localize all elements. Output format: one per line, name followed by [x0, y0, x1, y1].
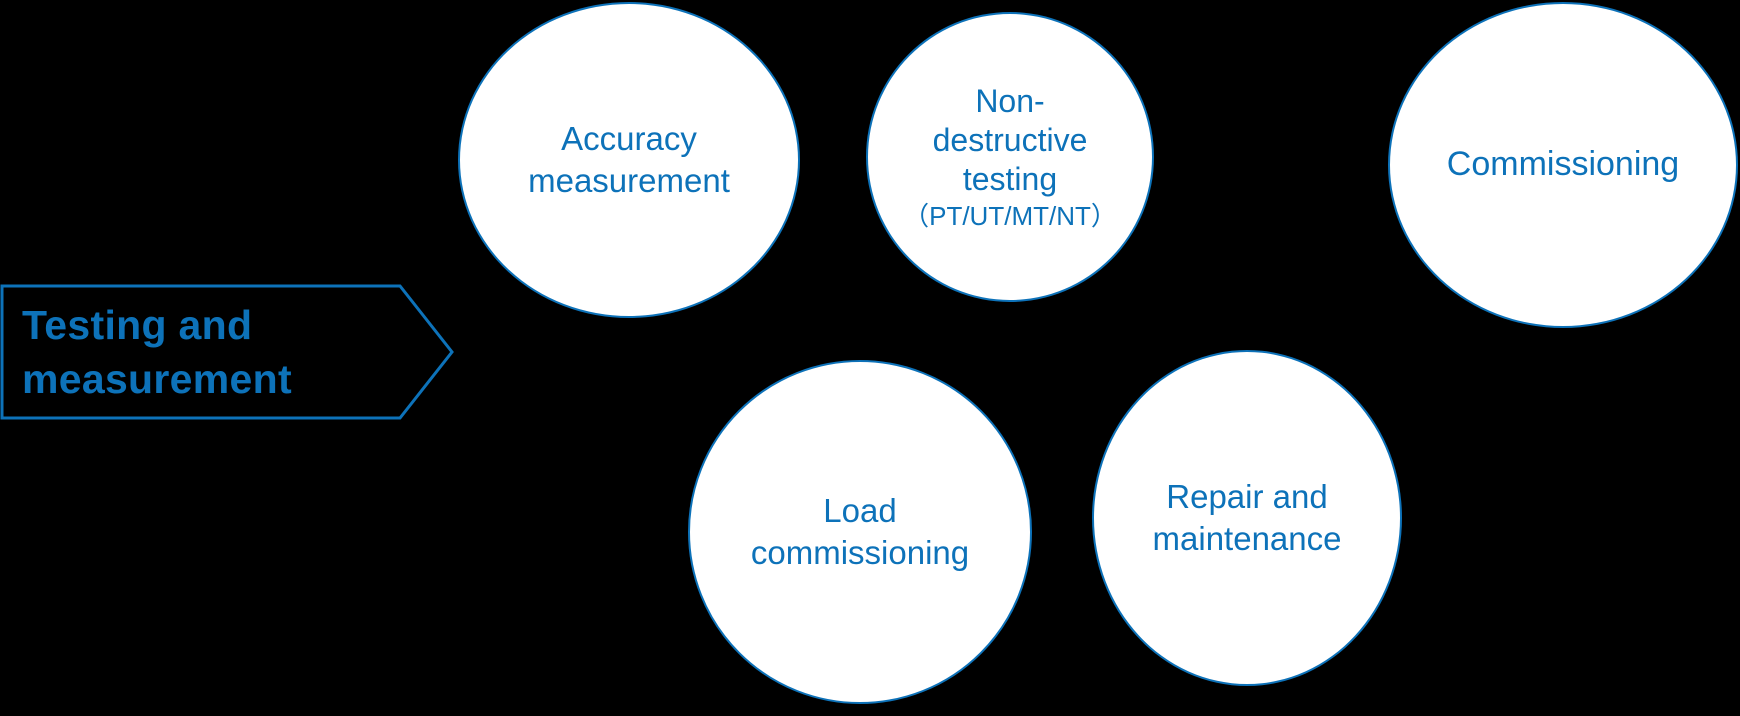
node-load-commissioning[interactable]: Load commissioning: [688, 360, 1032, 704]
node-repair-and-maintenance-label: Repair and maintenance: [1152, 478, 1342, 557]
node-commissioning-label: Commissioning: [1446, 145, 1680, 184]
node-non-destructive-testing-label: Non- destructive testing（PT/UT/MT/NT）: [893, 82, 1127, 233]
node-ndt-main-text: Non- destructive testing: [932, 82, 1088, 197]
node-repair-and-maintenance[interactable]: Repair and maintenance: [1092, 350, 1402, 686]
node-commissioning[interactable]: Commissioning: [1388, 2, 1738, 328]
chevron-shape-icon: [0, 284, 454, 420]
node-accuracy-measurement[interactable]: Accuracy measurement: [458, 2, 800, 318]
node-non-destructive-testing[interactable]: Non- destructive testing（PT/UT/MT/NT）: [866, 12, 1154, 302]
node-accuracy-measurement-label: Accuracy measurement: [528, 120, 730, 199]
node-load-commissioning-label: Load commissioning: [750, 492, 970, 571]
chevron-banner[interactable]: Testing and measurement: [0, 278, 456, 426]
chevron-banner-label: Testing and measurement: [22, 301, 292, 402]
node-ndt-methods-text: （PT/UT/MT/NT）: [903, 200, 1117, 231]
